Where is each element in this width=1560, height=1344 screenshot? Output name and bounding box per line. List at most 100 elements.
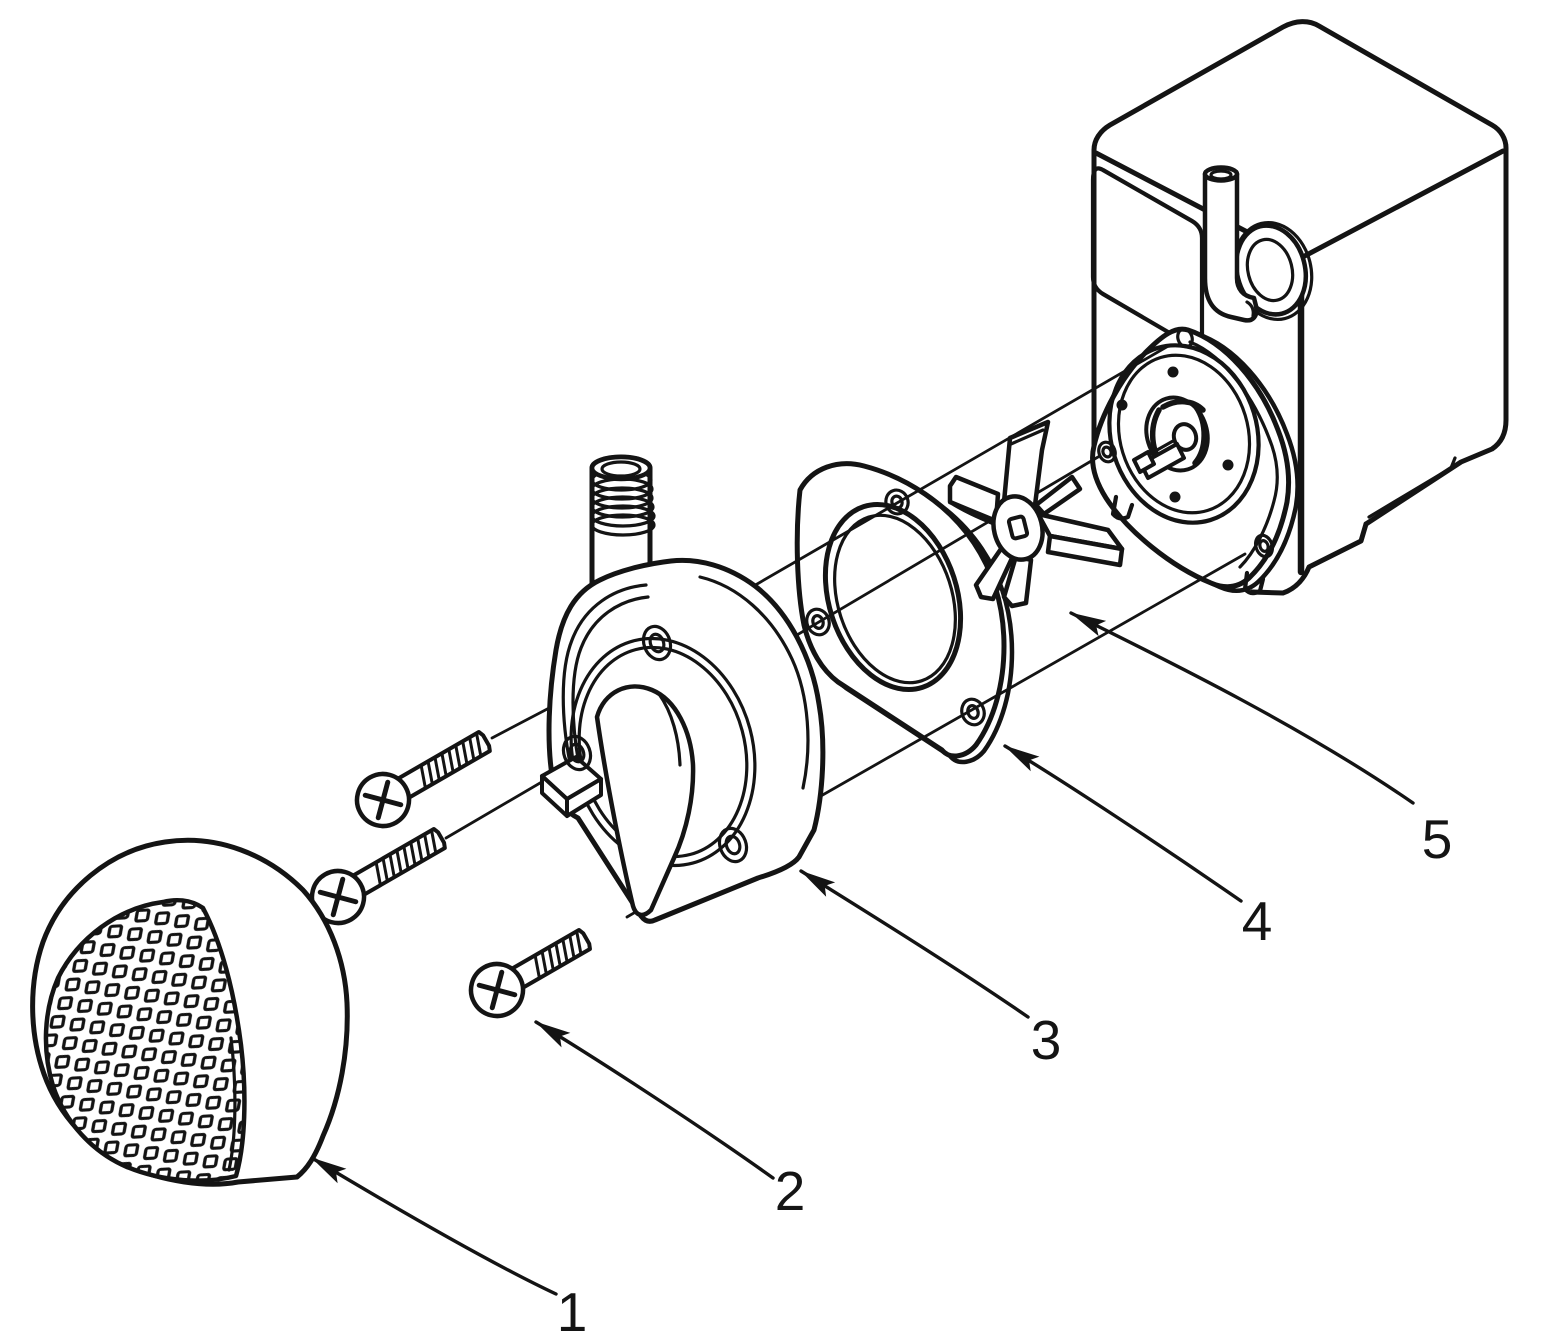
part-label-4: 4	[1242, 890, 1273, 952]
center-line	[444, 774, 554, 840]
mount-boss-hole-left	[1097, 440, 1117, 464]
shaft-key-end	[1132, 450, 1156, 474]
part-label-2: 2	[775, 1160, 806, 1222]
outlet-tube-thread	[590, 504, 656, 528]
flange-hole-bottom	[717, 826, 749, 864]
screen-mesh-face	[45, 900, 245, 1181]
volute-cutwater-scoop	[594, 684, 696, 918]
screw-thread-hatch	[561, 938, 569, 963]
part-label-3: 3	[1031, 1009, 1062, 1071]
screw-thread-hatch	[430, 829, 438, 854]
outlet-tube-bore	[600, 460, 642, 478]
screw-thread-hatch	[419, 764, 427, 789]
gasket-plate	[794, 461, 1007, 759]
motor-face-plate	[1090, 326, 1300, 596]
motor-base-step	[1249, 521, 1369, 596]
face-plate-foot-right	[1242, 570, 1266, 596]
screw-thread-hatch	[402, 845, 410, 870]
leader-line-4	[1003, 744, 1243, 903]
screw-thread-hatch	[381, 857, 389, 882]
impeller-keyed-bore	[1006, 514, 1030, 541]
volute-rim-right	[698, 575, 810, 790]
flange-hole-bottom-bore	[724, 834, 742, 856]
bearing-ring-inner	[1116, 353, 1252, 515]
screw-bottom	[468, 927, 592, 1019]
gasket-hole-bottom-bore	[966, 704, 980, 720]
mount-boss-hole-top	[1176, 327, 1194, 349]
impeller-blade-upper-right	[1033, 474, 1083, 517]
screw-thread-hatch	[568, 934, 576, 959]
screw-thread-hatch	[409, 841, 417, 866]
screw-top	[354, 729, 492, 829]
discharge-port	[1232, 220, 1314, 322]
screw-thread-hatch	[575, 930, 583, 955]
assembly-center-lines	[444, 343, 1247, 919]
screw-thread-hatch	[475, 732, 483, 757]
screw-thread-hatch	[416, 837, 424, 862]
boss-block-right	[565, 777, 603, 818]
phillips-cross-icon	[362, 779, 404, 821]
screw-thread-hatch	[426, 760, 434, 785]
center-line	[768, 552, 1247, 827]
mount-boss-hole-left-bore	[1101, 445, 1113, 459]
motor-base-rim-line	[1367, 456, 1457, 519]
gasket-center-opening	[822, 502, 964, 692]
screw-thread-hatch	[468, 736, 476, 761]
part-label-5: 5	[1422, 808, 1453, 870]
mount-boss-hole-bottom-bore	[1258, 539, 1270, 553]
seal-plate-gasket	[794, 461, 1015, 765]
flange-hole-top	[641, 624, 673, 662]
mounting-screws	[309, 729, 592, 1019]
screw-thread-hatch	[554, 942, 562, 967]
flange-hole-left-bore	[568, 742, 586, 764]
gasket-center-opening-inner	[833, 513, 957, 685]
center-line	[743, 343, 1172, 593]
outlet-tube-thread	[590, 486, 654, 510]
phillips-cross-icon	[317, 876, 359, 918]
flange-hole-top-bore	[648, 632, 666, 654]
outlet-elbow-tube	[1202, 165, 1259, 323]
outlet-tube-thread	[590, 495, 655, 519]
screw-middle	[309, 826, 447, 926]
screw-thread-hatch	[423, 833, 431, 858]
intake-screen-cover	[30, 837, 350, 1187]
shaft-key-flat	[1148, 439, 1175, 456]
screw-thread-hatch	[447, 748, 455, 773]
impeller-blade-top-edge	[1009, 428, 1045, 446]
elbow-tube-body	[1202, 171, 1259, 323]
face-plate-rivet	[1167, 366, 1179, 378]
center-line	[490, 704, 555, 740]
screw-thread-hatch	[540, 950, 548, 975]
elbow-tube-bore	[1209, 169, 1233, 181]
pump-volute-housing	[540, 454, 826, 924]
volute-rim-left-inner	[571, 595, 650, 772]
motor-shaft	[1139, 442, 1186, 480]
impeller-blade-right-face	[1045, 533, 1125, 568]
screen-face-outline	[43, 897, 247, 1183]
screw-thread-hatch	[388, 853, 396, 878]
face-plate-rivet	[1116, 399, 1128, 411]
mount-boss-hole-bottom	[1253, 533, 1275, 559]
leader-line-5	[1069, 611, 1415, 805]
screw-thread-hatch	[395, 849, 403, 874]
screw-thread-hatch	[533, 954, 541, 979]
impeller-blade-top	[1001, 419, 1051, 508]
face-plate-rivet	[1222, 459, 1234, 471]
outlet-tube-thread	[590, 513, 656, 537]
motor-unit	[1090, 19, 1509, 596]
center-line	[778, 455, 1100, 647]
screw-thread-hatch	[433, 756, 441, 781]
motor-box-outline	[1091, 19, 1509, 527]
flange-hole-left	[561, 734, 593, 772]
screen-face-edge-line	[227, 1036, 237, 1172]
elbow-tube-tip-line	[1245, 300, 1255, 318]
face-plate-foot-left	[1110, 494, 1135, 521]
face-plate-rivet	[1169, 491, 1181, 503]
leader-line-3	[799, 869, 1030, 1019]
leader-line-1	[310, 1156, 558, 1296]
phillips-cross-icon	[476, 969, 518, 1011]
port-ring-bore	[1245, 237, 1295, 303]
screw-thread-hatch	[547, 946, 555, 971]
